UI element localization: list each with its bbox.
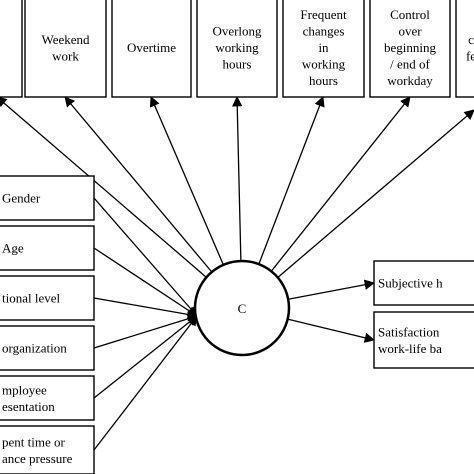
top-box-text-line: c [468,32,474,47]
top-box-text-line: in [318,40,329,55]
top-box-text-line: hours [223,57,252,72]
left-path-arrow [93,315,198,451]
top-boxes: WeekendworkOvertimeOverlongworkinghoursF… [0,0,474,98]
top-box-frame [369,0,451,98]
left-path-arrow [93,313,198,349]
top-box: Overtime [111,0,192,98]
top-box-text-line: work [52,48,79,63]
top-box-text-line: beginning [384,40,436,55]
top-box-text-line: Overlong [212,24,262,39]
top-box-text-line: Overtime [127,40,176,55]
right-box: Subjective h [373,260,474,306]
left-box-text-line: tional level [2,291,61,306]
right-path-arrow [287,318,376,343]
left-box: pent time or ance pressure [0,425,95,474]
top-box-text-line: Control [390,7,430,22]
left-box-frame [0,175,95,221]
top-path-arrow [232,95,243,262]
top-box-frame [282,0,365,98]
left-box-text-line: Gender [2,191,41,206]
right-box-text-line: Satisfaction [378,324,440,339]
top-box: cfe [455,0,474,98]
left-path-arrow [93,315,198,399]
left-path-arrow [93,297,199,320]
left-box-text-line: mployee [2,382,47,397]
latent-node-c: C [193,259,291,357]
top-box-text-line: workday [387,73,433,88]
right-box-frame [373,260,474,306]
top-box-text-line: Weekend [41,32,90,47]
latent-label: C [238,301,247,316]
left-path-arrow [93,197,198,317]
arrows-layer [0,95,474,451]
right-box: Satisfaction work-life ba [373,311,474,369]
top-box-frame [196,0,278,98]
top-path-arrow [270,96,411,272]
right-box-text-line: work-life ba [378,341,442,356]
left-box: organization [0,325,95,371]
left-box-text-line: organization [2,341,67,356]
top-box-frame [455,0,474,98]
left-box-frame [0,325,95,371]
top-box-frame [0,0,23,98]
top-path-arrow [277,109,474,278]
top-box-text-line: working [302,57,346,72]
left-box-text-line: esentation [2,399,55,414]
right-box-text-line: Subjective h [378,276,443,291]
right-box-frame [373,311,474,369]
right-path-arrow [288,279,376,300]
top-box [0,0,23,98]
top-box-text-line: changes [303,24,345,39]
left-path-arrow [93,247,198,317]
left-box-frame [0,225,95,271]
top-box-text-line: over [398,24,422,39]
left-box-text-line: Age [2,241,24,256]
left-box-frame [0,275,95,321]
top-path-arrow [0,96,207,278]
right-boxes: Subjective h Satisfaction work-life ba [373,260,474,369]
left-box-frame [0,375,95,421]
top-box-text-line: / end of [390,57,430,72]
left-box: mployee esentation [0,375,95,421]
top-box-frame [111,0,192,98]
left-box-frame [0,425,95,474]
left-box-text-line: ance pressure [2,451,73,466]
top-box-text-line: Frequent [300,7,347,22]
top-path-arrow [149,96,224,266]
top-box-frame [24,0,107,98]
left-box: tional level [0,275,95,321]
left-box-text-line: pent time or [2,434,65,449]
top-box-text-line: working [215,40,259,55]
top-path-arrow [64,96,213,273]
left-box: Age [0,225,95,271]
latent-circle [193,259,291,357]
top-box-text-line: hours [309,73,338,88]
left-box: Gender [0,175,95,221]
top-box-text-line: fe [466,48,474,63]
top-path-arrow [258,96,325,265]
